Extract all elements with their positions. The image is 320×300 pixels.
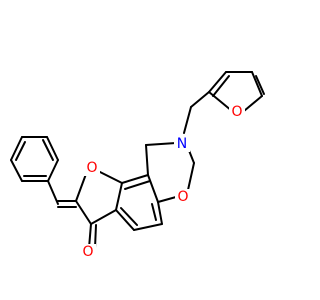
furan-bond	[208, 71, 227, 93]
furan-oxygen-background	[229, 104, 245, 120]
furan-oxygen-label: O	[231, 104, 242, 120]
benzene-bond	[157, 201, 163, 225]
heteroatom-labels: O N O O O	[80, 104, 245, 260]
alkene-bond	[47, 180, 59, 205]
benzofuranone-bond	[75, 200, 92, 225]
oxazine-bond	[147, 174, 159, 203]
linker-bond	[183, 106, 192, 134]
phenyl-ring	[10, 136, 59, 182]
benzofuranone-ring	[75, 170, 123, 225]
benzene-double-bond	[124, 180, 151, 190]
phenyl-bond	[46, 136, 59, 161]
benzene-double-bond	[151, 203, 157, 221]
phenyl-double-bond	[15, 141, 26, 161]
furan-double-bond	[212, 75, 230, 97]
molecule-structure: O N O O O	[10, 71, 265, 260]
fused-benzene-ring	[115, 174, 163, 231]
phenyl-bond	[10, 136, 23, 161]
benzofuran-oxygen-background	[84, 160, 100, 176]
oxazine-oxygen-label: O	[177, 189, 188, 205]
oxazine-bond	[145, 144, 149, 176]
benzofuran-oxygen-label: O	[86, 160, 97, 176]
phenyl-double-bond	[42, 139, 54, 161]
oxazine-ring	[145, 142, 195, 203]
benzofuranone-bond	[75, 173, 87, 202]
oxazine-oxygen-background	[175, 189, 191, 205]
furan-ring	[208, 71, 265, 112]
furan-bond	[251, 71, 263, 97]
oxazine-bond	[187, 162, 195, 191]
benzofuranone-bond	[90, 209, 117, 225]
carbonyl-oxygen-label: O	[82, 244, 93, 260]
phenyl-bond	[47, 159, 59, 182]
benzofuranone-bond	[97, 170, 123, 184]
nitrogen-background	[174, 136, 190, 152]
benzene-double-bond	[120, 207, 138, 226]
furan-bond	[208, 91, 233, 112]
benzene-bond	[115, 182, 123, 211]
benzylidene-linker	[47, 180, 77, 208]
phenyl-bond	[10, 159, 23, 182]
furan-bond	[243, 95, 263, 112]
benzene-bond	[133, 223, 163, 231]
oxazine-bond	[145, 142, 177, 146]
nitrogen-label: N	[177, 136, 187, 152]
linker-bond	[190, 91, 210, 108]
oxazine-bond	[157, 196, 177, 203]
benzene-bond	[115, 209, 135, 231]
furan-double-bond	[255, 75, 265, 95]
carbonyl-oxygen-background	[80, 244, 96, 260]
methylene-linker	[183, 91, 210, 134]
molecule-canvas: O N O O O	[10, 71, 265, 260]
benzene-bond	[121, 174, 149, 184]
